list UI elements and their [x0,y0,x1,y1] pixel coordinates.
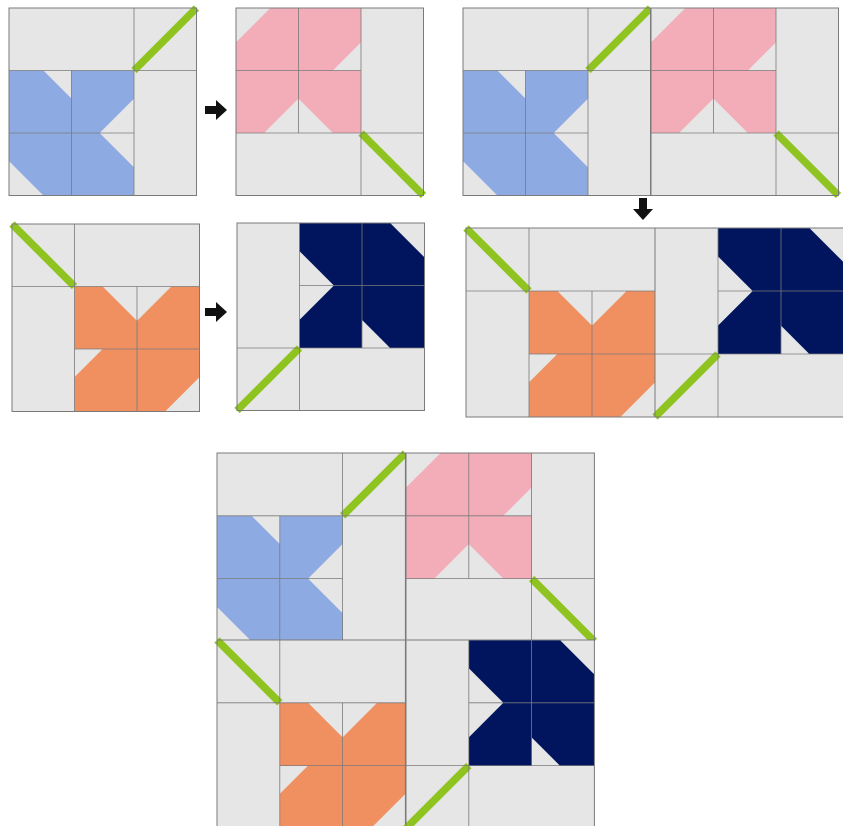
block-blue-flower [9,8,197,196]
quilt-orange-block [217,640,405,826]
row2-navy-block [655,228,843,417]
block-orange-flower [12,224,200,412]
arrow-right-icon [205,302,227,322]
block-pink-flower [236,8,424,196]
block-navy-flower [237,223,425,411]
row1-pink-block [651,8,839,196]
arrow-down-icon [633,198,653,220]
quilt-blue-block [217,453,405,641]
quilt-pink-block [406,453,594,641]
arrow-right-icon [205,100,227,120]
row2-orange-block [466,228,655,417]
row1-blue-block [463,8,651,196]
quilt-navy-block [406,640,594,826]
